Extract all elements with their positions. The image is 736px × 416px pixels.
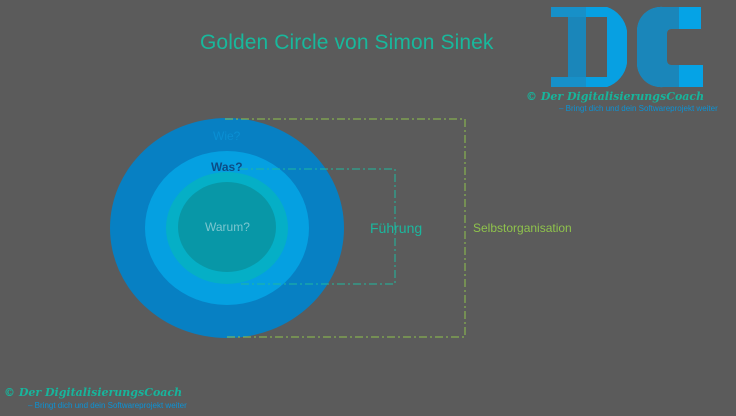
dc-logo-icon: [551, 6, 703, 88]
circle-warum: [178, 182, 276, 272]
brand-name-top: © Der DigitalisierungsCoach: [526, 90, 705, 103]
selbstorganisation-frame: [225, 118, 466, 338]
logo-letter-d: [551, 7, 627, 87]
label-warum: Warum?: [205, 220, 250, 234]
brand-tagline-top: – Bringt dich und dein Softwareprojekt w…: [559, 104, 718, 113]
label-wie: Wie?: [213, 129, 241, 143]
page-title: Golden Circle von Simon Sinek: [200, 31, 494, 54]
label-was: Was?: [211, 160, 243, 174]
brand-name-bottom: © Der DigitalisierungsCoach: [4, 386, 183, 399]
label-selbstorganisation: Selbstorganisation: [473, 221, 572, 235]
brand-tagline-bottom: – Bringt dich und dein Softwareprojekt w…: [28, 401, 187, 410]
logo-letter-c: [636, 6, 703, 88]
fuehrung-frame: [240, 168, 396, 285]
label-fuehrung: Führung: [370, 220, 423, 236]
